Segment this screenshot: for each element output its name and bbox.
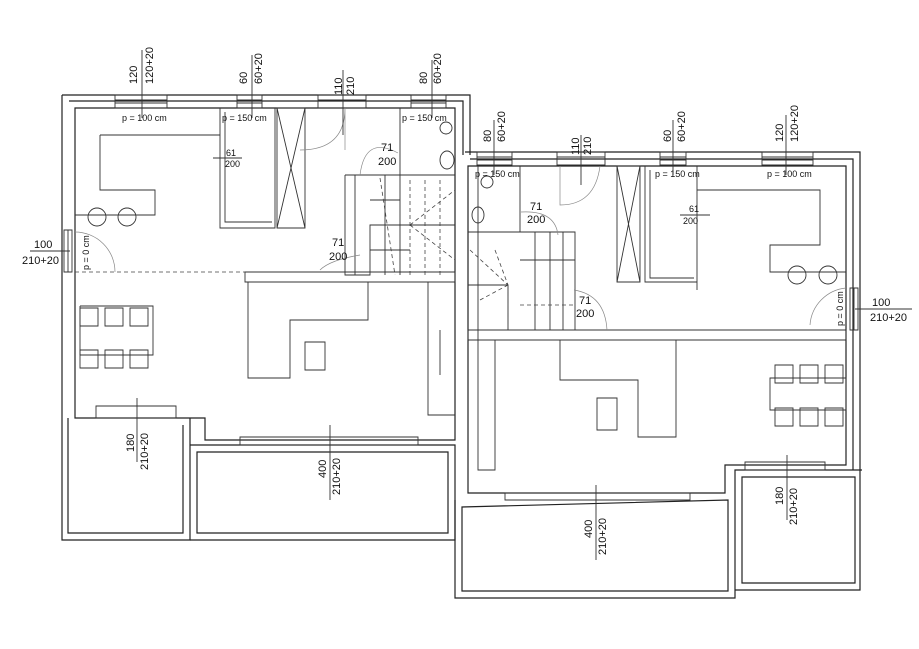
- door-label: 200: [576, 308, 594, 320]
- door-label: 100: [872, 297, 890, 309]
- window-label: 120: [128, 66, 140, 84]
- door-label: 210+20: [22, 255, 59, 267]
- window-label: 60: [238, 72, 250, 84]
- door-label: 200: [329, 251, 347, 263]
- door-label: 200: [683, 216, 698, 226]
- door-label: 210: [345, 77, 357, 95]
- balcony-door-label: 180: [774, 487, 786, 505]
- balcony-door-label: 400: [583, 520, 595, 538]
- door-label: 71: [381, 142, 393, 154]
- door-label: 210: [582, 137, 594, 155]
- right-unit-labels: 80 60+20 p = 150 cm 110 210 60 60+20 p =…: [475, 105, 912, 560]
- window-label: 60+20: [432, 53, 444, 84]
- sill-label: p = 150 cm: [475, 169, 520, 179]
- door-label: 71: [332, 237, 344, 249]
- window-label: 60+20: [496, 111, 508, 142]
- door-label: 71: [579, 295, 591, 307]
- sill-label: p = 0 cm: [835, 291, 845, 326]
- door-label: 110: [333, 77, 345, 95]
- door-label: 200: [225, 159, 240, 169]
- balcony-door-label: 210+20: [139, 433, 151, 470]
- window-label: 60+20: [676, 111, 688, 142]
- sill-label: p = 0 cm: [81, 235, 91, 270]
- window-label: 60+20: [253, 53, 265, 84]
- left-interior: [74, 107, 456, 416]
- sill-label: p = 150 cm: [222, 113, 267, 123]
- right-unit-walls: [454, 151, 862, 599]
- window-label: 80: [482, 130, 494, 142]
- left-windows: [63, 94, 447, 273]
- sill-label: p = 100 cm: [767, 169, 812, 179]
- sill-label: p = 150 cm: [655, 169, 700, 179]
- door-label: 100: [34, 239, 52, 251]
- right-interior: [467, 165, 847, 438]
- door-label: 200: [378, 156, 396, 168]
- balcony-door-label: 210+20: [788, 488, 800, 525]
- left-unit-labels: 120 120+20 p = 100 cm 60 60+20 p = 150 c…: [22, 47, 447, 500]
- left-unit-walls: [61, 94, 471, 541]
- window-label: 80: [418, 72, 430, 84]
- window-label: 120+20: [144, 47, 156, 84]
- window-label: 120+20: [789, 105, 801, 142]
- door-label: 61: [689, 204, 699, 214]
- window-label: 60: [662, 130, 674, 142]
- balcony-door-label: 210+20: [331, 458, 343, 495]
- door-label: 110: [570, 137, 582, 155]
- balcony-door-label: 210+20: [597, 518, 609, 555]
- balcony-door-label: 400: [317, 460, 329, 478]
- sill-label: p = 100 cm: [122, 113, 167, 123]
- sill-label: p = 150 cm: [402, 113, 447, 123]
- window-label: 120: [774, 124, 786, 142]
- door-label: 71: [530, 201, 542, 213]
- door-label: 61: [226, 148, 236, 158]
- door-label: 200: [527, 214, 545, 226]
- balcony-door-label: 180: [125, 434, 137, 452]
- door-label: 210+20: [870, 312, 907, 324]
